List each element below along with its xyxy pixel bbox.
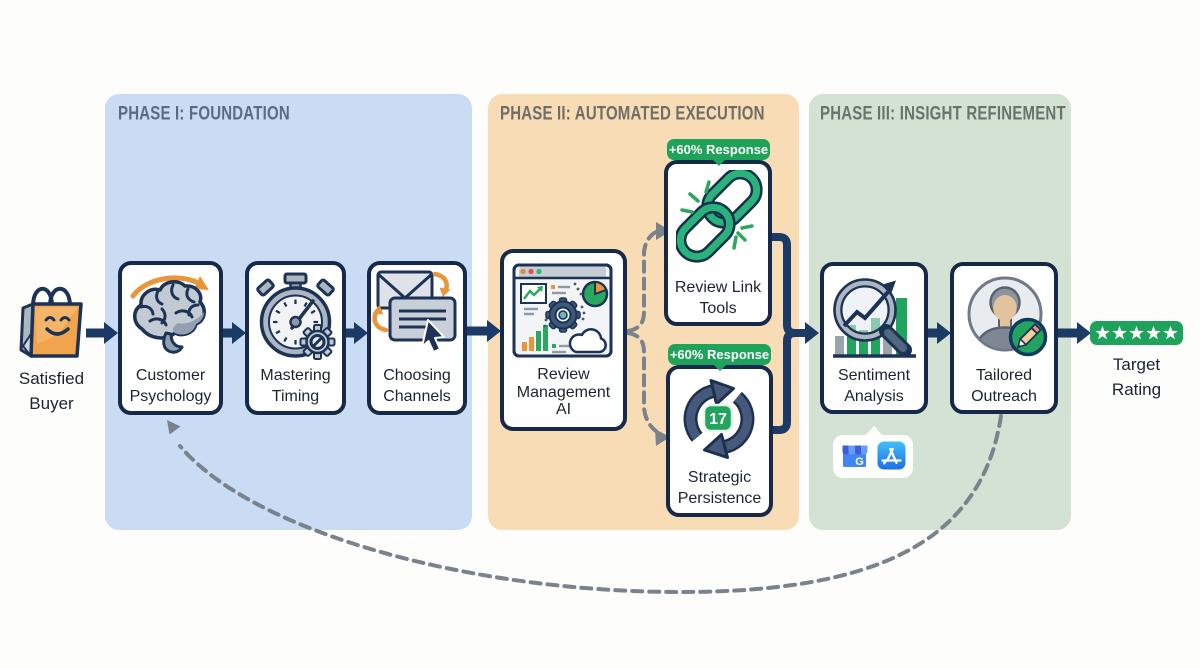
svg-text:G: G (855, 456, 864, 468)
svg-text:17: 17 (709, 411, 727, 428)
